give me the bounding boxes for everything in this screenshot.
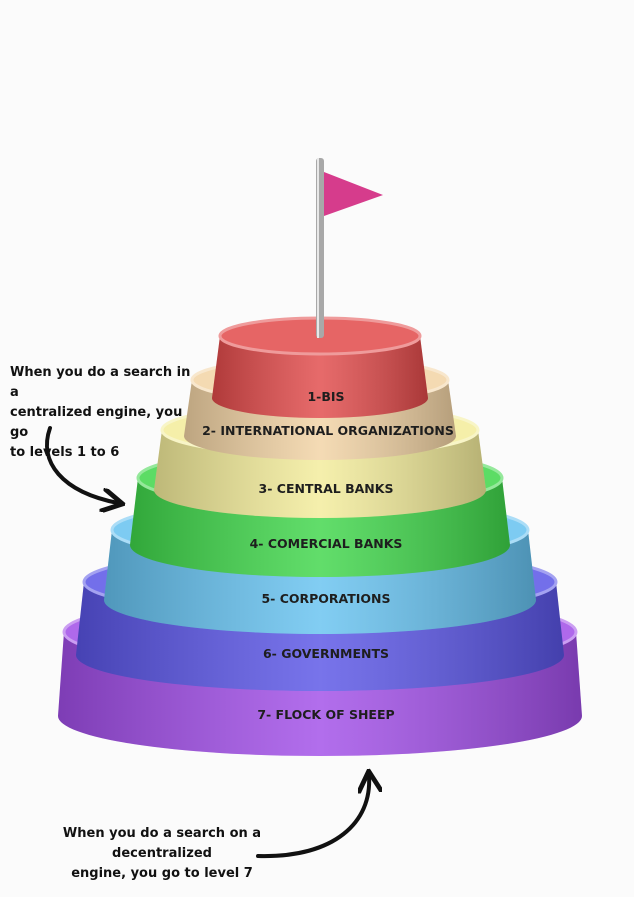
level-labels: 1-BIS 2- INTERNATIONAL ORGANIZATIONS 3- … (202, 389, 454, 722)
curved-arrow-icon (256, 776, 369, 859)
note-line: to levels 1 to 6 (10, 445, 120, 460)
flag-cloth (324, 172, 383, 216)
tier-6-shading (76, 582, 564, 691)
level-label-1: 1-BIS (307, 389, 344, 404)
curved-arrow-icon (44, 426, 118, 503)
level-label-6: 6- GOVERNMENTS (263, 646, 389, 661)
flag-icon (316, 158, 383, 338)
note-line: engine, you go to level 7 (71, 866, 253, 881)
level-label-5: 5- CORPORATIONS (261, 591, 390, 606)
note-line: When you do a search in a (10, 365, 191, 400)
level-label-4: 4- COMERCIAL BANKS (250, 536, 403, 551)
tier-5-shading (104, 530, 536, 634)
level-label-3: 3- CENTRAL BANKS (259, 481, 394, 496)
note-line: When you do a search on a decentralized (62, 826, 262, 861)
centralized-search-note: When you do a search in a centralized en… (10, 363, 200, 463)
level-label-2: 2- INTERNATIONAL ORGANIZATIONS (202, 423, 454, 438)
tier-1-shading (212, 336, 428, 418)
decentralized-search-note: When you do a search on a decentralized … (12, 824, 312, 884)
level-label-7: 7- FLOCK OF SHEEP (257, 707, 394, 722)
note-line: centralized engine, you go (10, 405, 183, 440)
